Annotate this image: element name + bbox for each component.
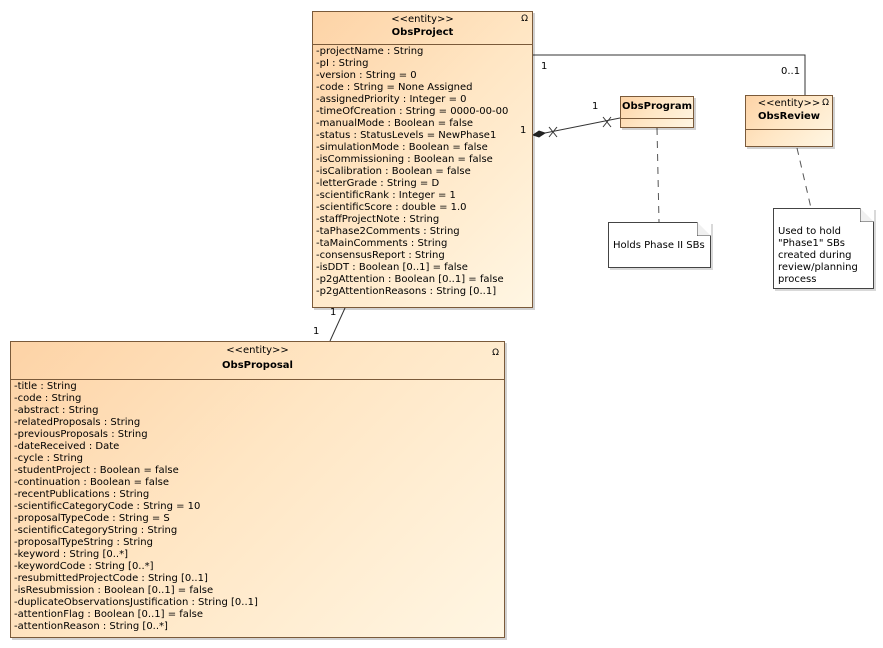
note-program[interactable]: Holds Phase II SBs [608,222,711,268]
attribute: -scientificCategoryString : String [14,525,178,536]
class-name: ObsProgram [622,101,692,112]
class-name: ObsProject [391,27,454,38]
non-navigable-x-icon [602,116,612,128]
attribute: -taPhase2Comments : String [316,226,460,237]
association-project-proposal [329,307,346,342]
class-name: ObsReview [757,111,821,122]
attribute: -version : String = 0 [316,70,417,81]
attribute: -status : StatusLevels = NewPhase1 [316,130,497,141]
class-header: <<entity>> ObsProject Ω [313,12,532,45]
attribute: -previousProposals : String [14,429,148,440]
attribute: -cycle : String [14,453,84,464]
attribute: -title : String [14,381,77,392]
attribute: -simulationMode : Boolean = false [316,142,488,153]
attribute: -recentPublications : String [14,489,150,500]
attribute: -assignedPriority : Integer = 0 [316,94,467,105]
attribute: -resubmittedProjectCode : String [0..1] [14,573,208,584]
composition-diamond-icon [531,130,547,138]
non-navigable-x-icon [548,126,558,138]
class-stereotype: <<entity>> [226,345,289,356]
note-fold-icon [697,222,711,236]
attribute: -proposalTypeCode : String = S [14,513,170,524]
note-anchor-program [656,127,660,223]
attribute-list: -projectName : String -pI : String -vers… [313,45,532,298]
entity-circle-icon: Ω [822,98,829,108]
multiplicity-label: 0..1 [781,66,801,77]
note-fold-icon [860,208,874,222]
class-header: <<entity>> ObsProposal Ω [11,342,504,380]
attribute: -projectName : String [316,46,424,57]
attribute: -abstract : String [14,405,99,416]
composition-project-program [544,117,621,134]
attribute: -isCalibration : Boolean = false [316,166,471,177]
note-anchor-review [796,147,812,209]
attribute: -attentionReason : String [0..*] [14,621,168,632]
attribute: -relatedProposals : String [14,417,141,428]
attribute: -scientificRank : Integer = 1 [316,190,456,201]
attribute: -keyword : String [0..*] [14,549,128,560]
attribute: -scientificCategoryCode : String = 10 [14,501,201,512]
attribute: -p2gAttention : Boolean [0..1] = false [316,274,504,285]
attribute: -isDDT : Boolean [0..1] = false [316,262,468,273]
note-text: Holds Phase II SBs [613,240,705,251]
multiplicity-label: 1 [520,125,527,136]
class-stereotype: <<entity>> [391,14,454,25]
attribute-list: -title : String -code : String -abstract… [11,380,504,633]
attribute: -scientificScore : double = 1.0 [316,202,467,213]
class-stereotype: <<entity>> [757,98,821,109]
note-review[interactable]: Used to hold "Phase1" SBs created during… [773,208,874,289]
attribute: -consensusReport : String [316,250,445,261]
entity-circle-icon: Ω [521,14,528,24]
attribute: -manualMode : Boolean = false [316,118,474,129]
multiplicity-label: 1 [541,61,548,72]
attribute: -proposalTypeString : String [14,537,153,548]
attribute: -code : String [14,393,82,404]
multiplicity-label: 1 [313,326,320,337]
attribute: -p2gAttentionReasons : String [0..1] [316,286,497,297]
attribute: -pI : String [316,58,369,69]
class-obs-proposal[interactable]: <<entity>> ObsProposal Ω -title : String… [10,341,505,638]
attribute: -studentProject : Boolean = false [14,465,179,476]
attribute: -duplicateObservationsJustification : St… [14,597,258,608]
class-obs-program[interactable]: ObsProgram [620,96,694,128]
multiplicity-label: 1 [330,307,337,318]
attribute: -staffProjectNote : String [316,214,440,225]
multiplicity-label: 1 [592,101,599,112]
attribute: -dateReceived : Date [14,441,120,452]
attribute: -timeOfCreation : String = 0000-00-00 [316,106,509,117]
attribute: -code : String = None Assigned [316,82,473,93]
attribute: -taMainComments : String [316,238,448,249]
attribute: -isCommissioning : Boolean = false [316,154,493,165]
note-text: Used to hold "Phase1" SBs created during… [778,226,858,285]
attribute: -isResubmission : Boolean [0..1] = false [14,585,214,596]
association-project-review [533,54,806,95]
attribute: -continuation : Boolean = false [14,477,169,488]
class-name: ObsProposal [222,360,293,371]
class-obs-review[interactable]: <<entity>> ObsReview Ω [745,95,833,147]
attribute: -attentionFlag : Boolean [0..1] = false [14,609,204,620]
class-header: <<entity>> ObsReview Ω [746,96,832,130]
class-header: ObsProgram [621,97,693,119]
attribute: -letterGrade : String = D [316,178,440,189]
attribute: -keywordCode : String [0..*] [14,561,154,572]
class-obs-project[interactable]: <<entity>> ObsProject Ω -projectName : S… [312,11,533,308]
entity-circle-icon: Ω [492,348,499,358]
